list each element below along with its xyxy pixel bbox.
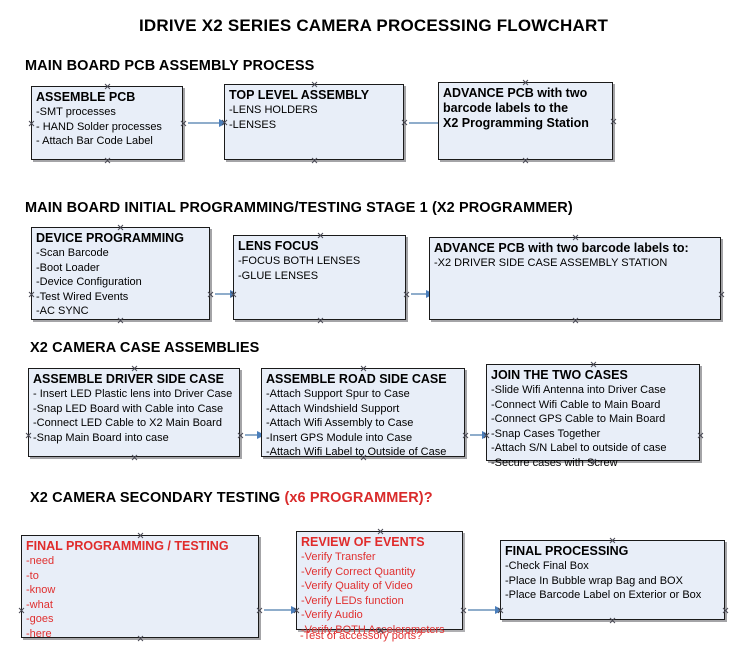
arrow-final-programming-to-review <box>264 605 299 614</box>
node-title: REVIEW OF EVENTS <box>301 535 425 549</box>
section-heading-accent: (x6 PROGRAMMER)? <box>284 490 433 506</box>
node-line: -AC SYNC <box>36 305 89 317</box>
node-line: -Check Final Box <box>505 560 589 572</box>
node-line: -here <box>26 627 52 640</box>
node-line: -Verify Audio <box>301 609 363 621</box>
arrow-road-case-to-join-cases <box>470 430 490 439</box>
node-line: -Connect LED Cable to X2 Main Board <box>33 417 222 429</box>
node-line: -LENSES <box>229 118 277 131</box>
arrow-review-to-final-processing <box>468 605 503 614</box>
node-review-of-events-overflow-line: -Test of accessory ports? <box>300 630 423 642</box>
node-lens-focus[interactable]: LENS FOCUS -FOCUS BOTH LENSES -GLUE LENS… <box>233 235 406 320</box>
node-line: -Snap Cases Together <box>491 427 601 440</box>
node-line: -goes <box>26 613 54 625</box>
node-line: -Verify Correct Quantity <box>301 565 416 578</box>
node-title: ASSEMBLE ROAD SIDE CASE <box>266 372 447 386</box>
node-line: -Attach Wifi Assembly to Case <box>266 417 414 429</box>
node-title: ASSEMBLE DRIVER SIDE CASE <box>33 372 225 386</box>
node-line: -Place In Bubble wrap Bag and BOX <box>505 574 683 587</box>
node-line: -Insert GPS Module into Case <box>266 431 413 444</box>
node-line: -LENS HOLDERS <box>229 104 318 116</box>
node-line: -Connect Wifi Cable to Main Board <box>491 398 661 411</box>
node-line: -Secure cases with Screw <box>491 456 618 469</box>
node-title: ADVANCE PCB with two barcode labels to: <box>434 241 689 255</box>
node-line: -Place Barcode Label on Exterior or Box <box>505 589 702 601</box>
node-title: JOIN THE TWO CASES <box>491 368 628 382</box>
node-line: - Insert LED Plastic lens into Driver Ca… <box>33 388 233 400</box>
node-review-of-events[interactable]: REVIEW OF EVENTS -Verify Transfer -Verif… <box>296 531 463 636</box>
section-heading-text: MAIN BOARD PCB ASSEMBLY PROCESS <box>25 58 315 74</box>
section-heading-case-assemblies: X2 CAMERA CASE ASSEMBLIES <box>30 340 259 356</box>
node-line: -Snap Main Board into case <box>33 431 169 444</box>
node-join-the-two-cases[interactable]: JOIN THE TWO CASES -Slide Wifi Antenna i… <box>486 364 700 469</box>
node-device-programming[interactable]: DEVICE PROGRAMMING -Scan Barcode -Boot L… <box>31 227 210 320</box>
node-top-level-assembly[interactable]: TOP LEVEL ASSEMBLY -LENS HOLDERS -LENSES <box>224 84 404 160</box>
node-final-processing[interactable]: FINAL PROCESSING -Check Final Box -Place… <box>500 540 725 620</box>
node-line: -Verify BOTH Accelerometers <box>301 623 445 636</box>
node-assemble-driver-side-case[interactable]: ASSEMBLE DRIVER SIDE CASE - Insert LED P… <box>28 368 240 457</box>
section-heading-text: MAIN BOARD INITIAL PROGRAMMING/TESTING S… <box>25 200 573 216</box>
node-title: FINAL PROGRAMMING / TESTING <box>26 539 229 553</box>
node-line: -what <box>26 598 53 611</box>
arrow-assemble-pcb-to-top-level <box>188 118 227 127</box>
arrow-top-level-to-advance-pcb <box>409 118 446 127</box>
node-line: -Scan Barcode <box>36 247 109 259</box>
node-line: -Device Configuration <box>36 276 142 288</box>
page-title: IDRIVE X2 SERIES CAMERA PROCESSING FLOWC… <box>138 16 609 35</box>
arrow-lens-focus-to-advance-pcb-driver <box>411 289 434 298</box>
node-title: FINAL PROCESSING <box>505 544 629 558</box>
node-final-programming-testing[interactable]: FINAL PROGRAMMING / TESTING -need -to -k… <box>21 535 259 640</box>
node-title: ASSEMBLE PCB <box>36 90 136 104</box>
node-line: -Verify LEDs function <box>301 594 404 607</box>
node-line: -Verify Transfer <box>301 551 376 563</box>
node-line: -GLUE LENSES <box>238 269 319 282</box>
arrow-device-programming-to-lens-focus <box>215 289 238 298</box>
node-line: - Attach Bar Code Label <box>36 135 153 147</box>
node-line: -Attach Wifi Label to Outside of Case <box>266 446 447 458</box>
node-line: -Boot Loader <box>36 261 100 274</box>
node-assemble-pcb[interactable]: ASSEMBLE PCB -SMT processes - HAND Solde… <box>31 86 183 160</box>
node-title: LENS FOCUS <box>238 239 319 253</box>
node-advance-pcb-driver-side[interactable]: ADVANCE PCB with two barcode labels to: … <box>429 237 721 320</box>
node-title: DEVICE PROGRAMMING <box>36 231 184 245</box>
node-title-line3: X2 Programming Station <box>443 116 589 130</box>
section-heading-secondary-testing: X2 CAMERA SECONDARY TESTING (x6 PROGRAMM… <box>30 490 433 506</box>
node-line: -Verify Quality of Video <box>301 580 413 592</box>
node-line: -Connect GPS Cable to Main Board <box>491 413 666 425</box>
arrow-driver-case-to-road-case <box>245 430 265 439</box>
node-line: -know <box>26 584 56 596</box>
node-line: -to <box>26 569 39 582</box>
section-heading-text: X2 CAMERA SECONDARY TESTING <box>30 490 285 506</box>
node-line: - HAND Solder processes <box>36 120 162 133</box>
node-line: -Attach Windshield Support <box>266 402 400 415</box>
section-heading-text: X2 CAMERA CASE ASSEMBLIES <box>30 340 260 356</box>
node-line: -Attach S/N Label to outside of case <box>491 442 667 454</box>
node-line: -Slide Wifi Antenna into Driver Case <box>491 384 666 396</box>
node-line: -Snap LED Board with Cable into Case <box>33 402 224 415</box>
node-line: -Attach Support Spur to Case <box>266 388 410 400</box>
node-line: -SMT processes <box>36 106 116 118</box>
node-title: ADVANCE PCB with two <box>443 86 588 100</box>
node-title-line2: barcode labels to the <box>443 101 569 115</box>
node-assemble-road-side-case[interactable]: ASSEMBLE ROAD SIDE CASE -Attach Support … <box>261 368 465 458</box>
node-line: -need <box>26 555 55 567</box>
section-heading-initial-programming: MAIN BOARD INITIAL PROGRAMMING/TESTING S… <box>25 200 573 216</box>
node-line: -X2 DRIVER SIDE CASE ASSEMBLY STATION <box>434 257 668 269</box>
node-advance-pcb-programming-station[interactable]: ADVANCE PCB with two barcode labels to t… <box>438 82 613 160</box>
node-line: -FOCUS BOTH LENSES <box>238 255 361 267</box>
node-line: -Test Wired Events <box>36 290 129 303</box>
section-heading-pcb-assembly: MAIN BOARD PCB ASSEMBLY PROCESS <box>25 58 314 74</box>
node-title: TOP LEVEL ASSEMBLY <box>229 88 370 102</box>
